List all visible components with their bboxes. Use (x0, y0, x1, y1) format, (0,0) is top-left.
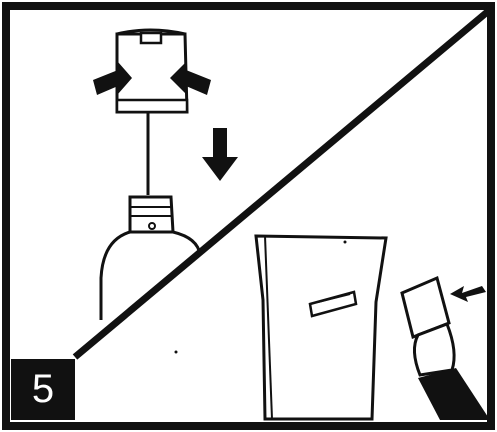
down-arrow-icon (202, 128, 238, 181)
bottle-dark-fill (418, 368, 490, 420)
specks (343, 240, 347, 244)
device-illustration (254, 234, 388, 421)
diagonal-divider (72, 5, 495, 360)
step-number-badge: 5 (11, 359, 75, 420)
insert-arrow-icon (450, 286, 486, 302)
specks (174, 350, 178, 354)
bottle-illustration (99, 195, 202, 320)
cap-illustration (115, 28, 189, 114)
small-bottle-illustration (400, 275, 456, 379)
rotate-arrows-icon (93, 62, 211, 95)
